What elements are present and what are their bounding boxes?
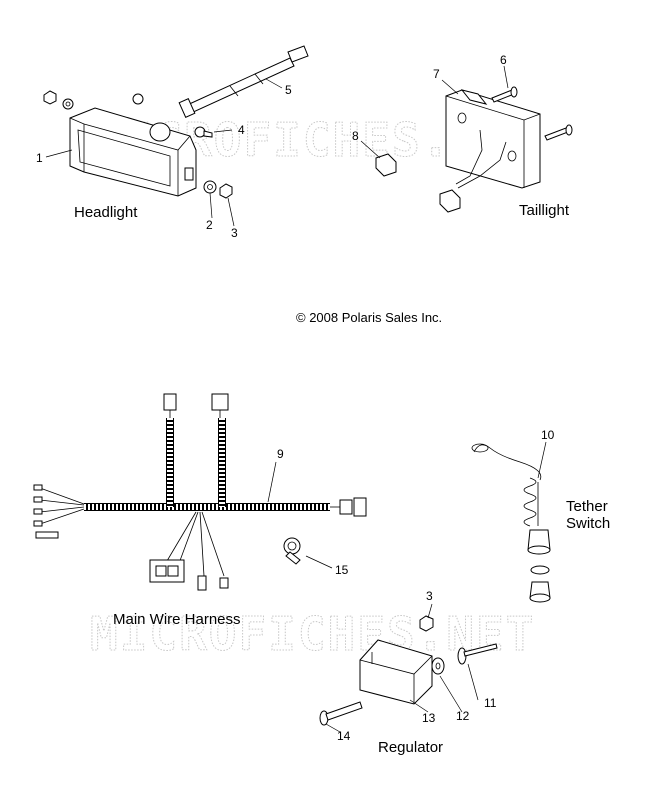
callout-10: 10: [541, 428, 555, 442]
callout-4: 4: [238, 123, 245, 137]
headlight-assembly: [43, 45, 309, 227]
callout-3-regulator: 3: [426, 589, 433, 603]
clamp-15: [283, 537, 333, 569]
callout-12: 12: [456, 709, 470, 723]
regulator-assembly: [319, 603, 498, 733]
callout-13: 13: [422, 711, 436, 725]
nut-icon: [43, 90, 57, 105]
callout-11: 11: [484, 696, 497, 710]
callout-14: 14: [337, 729, 351, 743]
callout-3-headlight: 3: [231, 226, 238, 240]
caption-headlight: Headlight: [74, 204, 138, 221]
main-wire-harness: [33, 393, 367, 591]
callout-15: 15: [335, 563, 349, 577]
caption-main-wire-harness: Main Wire Harness: [113, 611, 241, 628]
taillight-assembly: [360, 65, 573, 213]
callout-2: 2: [206, 218, 213, 232]
caption-tether-line2: Switch: [566, 515, 610, 532]
caption-regulator: Regulator: [378, 739, 443, 756]
copyright-text: © 2008 Polaris Sales Inc.: [296, 310, 442, 325]
caption-tether-line1: Tether: [566, 498, 608, 515]
tether-switch: [471, 441, 551, 603]
screw-icon: [132, 93, 144, 105]
callout-8: 8: [352, 129, 359, 143]
callout-5: 5: [285, 83, 292, 97]
callout-9: 9: [277, 447, 284, 461]
callout-6: 6: [500, 53, 507, 67]
callout-1: 1: [36, 151, 43, 165]
caption-taillight: Taillight: [519, 202, 570, 219]
callout-7: 7: [433, 67, 440, 81]
